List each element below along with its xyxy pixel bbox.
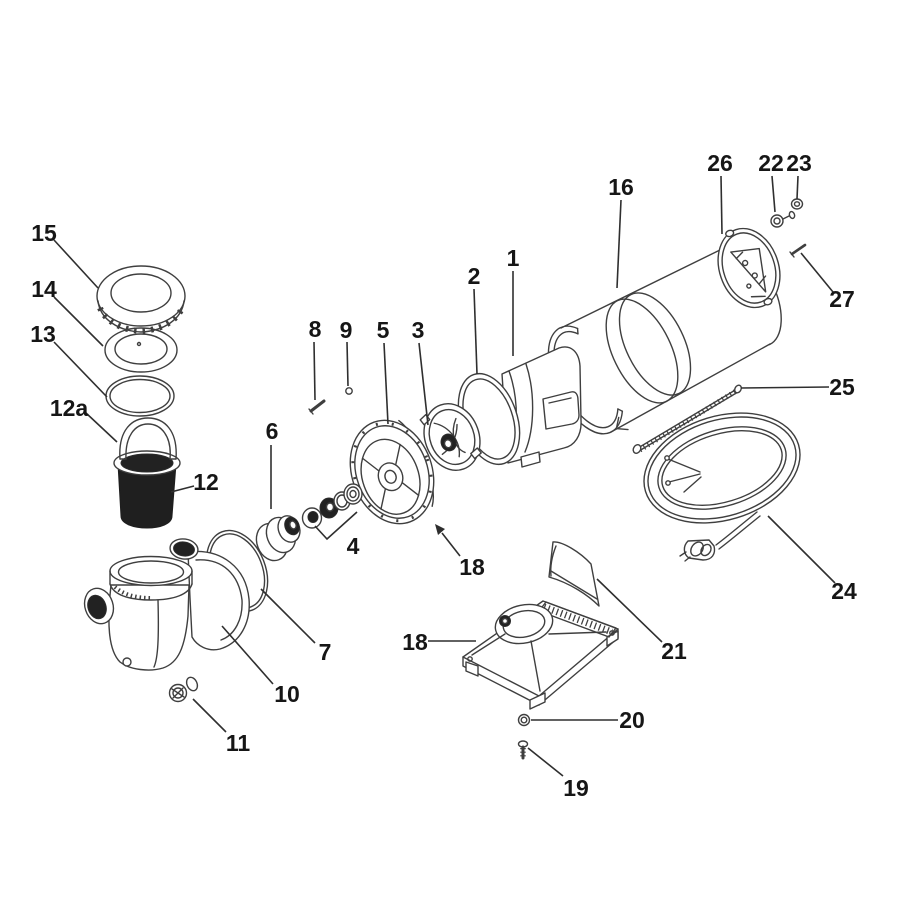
part-motor [501,346,582,468]
part-motor-end-cap [717,227,781,309]
part-shaft-seal-kit [301,483,363,529]
part-lid [96,265,186,335]
callout-12a-label: 12a [50,395,89,421]
callout-21-label: 21 [661,638,687,664]
part-bolt-22 [770,210,796,228]
callout-13-leader [53,341,108,398]
callout-1-label: 1 [507,245,520,271]
callout-2-leader [473,288,478,375]
callout-3-label: 3 [412,317,425,343]
callout-26-label: 26 [707,150,733,176]
part-drain-plug [168,676,199,703]
part-lid-gasket [104,327,178,373]
part-screw-8 [308,399,326,415]
callout-27-leader [800,252,834,293]
part-base-plate [462,600,619,710]
part-screw-19 [517,740,529,760]
callout-11-leader [192,698,227,733]
callout-18a-leader [441,532,461,557]
callout-4-leader [314,511,358,541]
callout-14-label: 14 [31,276,57,302]
callout-14-leader [53,296,104,347]
part-ball-9 [345,387,353,395]
callout-7-leader [260,588,316,644]
callout-4-label: 4 [347,533,360,559]
callout-27-label: 27 [829,286,855,312]
callout-24-label: 24 [831,578,857,604]
callout-18a-label: 18 [459,554,485,580]
callout-12a-leader [85,412,118,443]
part-seal-housing [255,515,301,562]
callout-21-leader [596,578,663,643]
callout-15-leader [53,239,99,289]
callout-6-label: 6 [266,418,279,444]
part-lid-o-ring [105,375,175,417]
part-strainer-basket [113,450,181,529]
callout-15-label: 15 [31,220,57,246]
callout-23-leader [796,175,799,200]
part-washer-20 [517,713,531,727]
part-motor-sleeve [547,245,782,435]
callout-10-label: 10 [274,681,300,707]
callout-3-leader [418,342,429,426]
callout-16-leader [616,199,622,289]
callout-7-label: 7 [319,639,332,665]
callout-20-label: 20 [619,707,645,733]
callout-18b-label: 18 [402,629,428,655]
callout-12-leader [170,485,195,493]
callout-10-leader [221,625,274,685]
callout-19-label: 19 [563,775,589,801]
arrowhead-18 [435,524,445,535]
part-screw-27 [789,243,807,258]
part-basket-handle [119,417,177,460]
callout-2-label: 2 [468,263,481,289]
part-bolt-rod [632,384,742,454]
callout-16-label: 16 [608,174,634,200]
callout-12-label: 12 [193,469,219,495]
part-nut-23 [790,198,804,210]
callout-8-label: 8 [309,316,322,342]
part-power-cord [643,412,801,562]
part-seal-plate [349,419,435,525]
callout-26-leader [720,175,723,235]
callout-11-label: 11 [226,730,251,756]
callout-9-leader [346,341,349,387]
callout-19-leader [527,747,564,777]
callout-5-leader [383,342,389,425]
callout-25-leader [740,386,830,389]
part-impeller [419,403,482,471]
part-bracket-flag [548,541,600,607]
callout-22-label: 22 [758,150,784,176]
callout-8-leader [313,341,316,401]
callout-13-label: 13 [30,321,56,347]
callout-9-label: 9 [340,317,353,343]
callout-23-label: 23 [786,150,812,176]
callout-5-label: 5 [377,317,390,343]
callout-24-leader [767,515,836,584]
callout-25-label: 25 [829,374,855,400]
callout-22-leader [771,175,776,213]
part-pump-housing [83,538,250,671]
